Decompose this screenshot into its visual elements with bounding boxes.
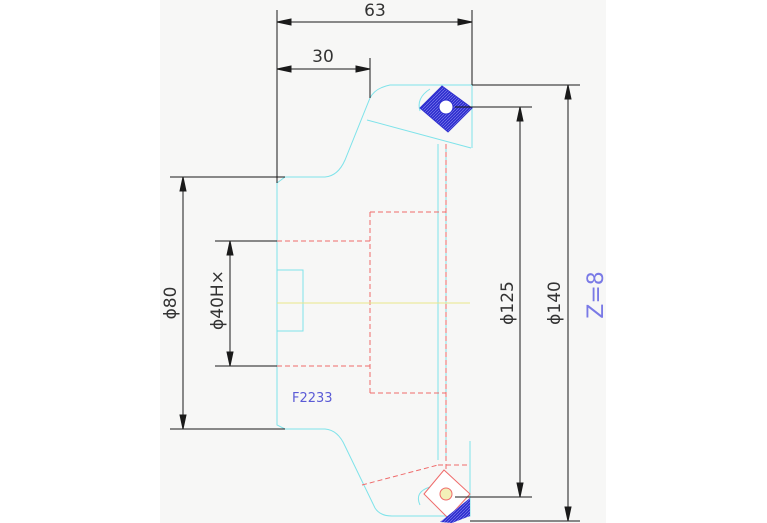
dim-bore-diameter: ϕ40H× [208,270,228,330]
tooth-section-top [419,85,473,133]
tooth-count-label: Z=8 [584,271,609,319]
hidden-lines [277,144,470,487]
dim-pitch-diameter: ϕ125 [498,281,518,325]
part-outline [276,84,473,517]
dim-hub-diameter: ϕ80 [161,287,181,320]
part-code-label: F2233 [292,391,333,406]
dimension-lines [170,10,580,522]
dim-outer-diameter: ϕ140 [545,281,565,325]
dim-hub-length: 30 [312,47,334,67]
tooth-section-bottom [423,469,471,523]
dim-total-length: 63 [364,1,386,21]
